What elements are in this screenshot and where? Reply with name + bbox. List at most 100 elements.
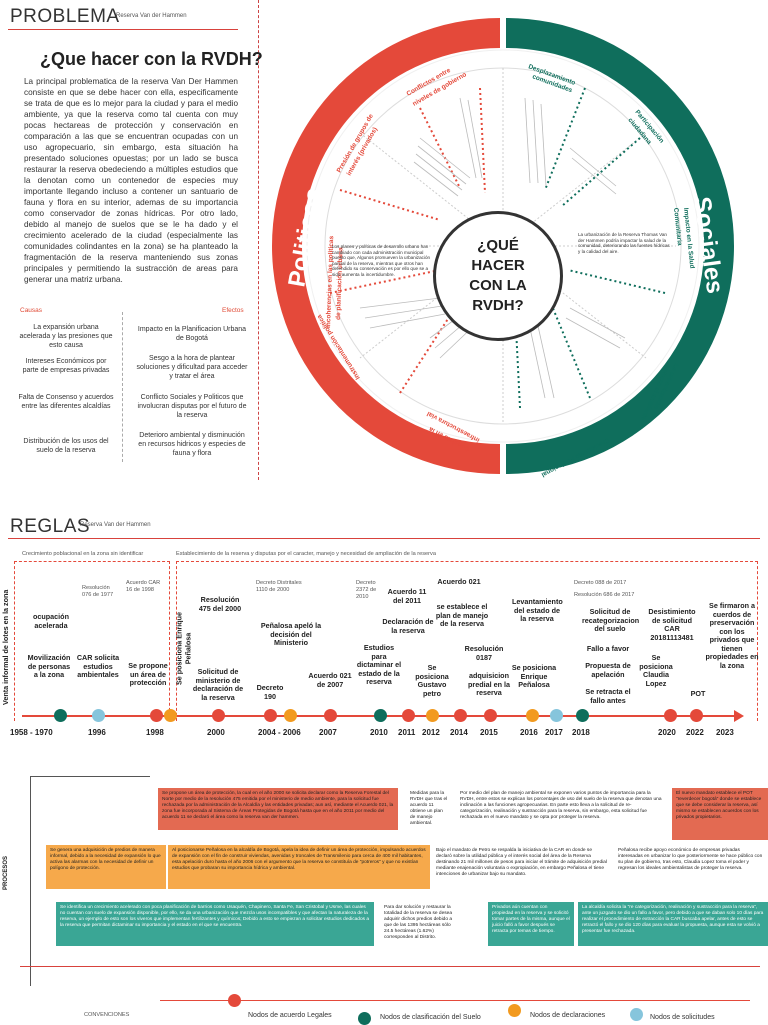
event-label: Acuerdo 11 del 2011: [387, 587, 427, 605]
timeline-node[interactable]: [402, 709, 415, 722]
legend-item: Nodos de declaraciones: [530, 1012, 606, 1019]
timeline-node[interactable]: [426, 709, 439, 722]
event-note: Acuerdo CAR 16 de 1998: [126, 580, 161, 593]
causes-label: Causas: [20, 307, 43, 314]
timeline-node[interactable]: [550, 709, 563, 722]
process-box: El nuevo mandato establece el POT "rever…: [672, 788, 768, 840]
cause-item: Intereses Económicos por parte de empres…: [22, 358, 110, 374]
svg-text:Comunitaria: Comunitaria: [672, 207, 683, 246]
event-note: Resolución 686 de 2017: [574, 592, 635, 598]
year-label: 2011: [398, 728, 416, 737]
event-label: Solicitud de ministerio de declaración d…: [192, 667, 244, 702]
event-label: Declaración de la reserva: [382, 617, 434, 635]
process-box: Para dar solución y restaurar la totalid…: [380, 902, 464, 946]
event-label: Propuesta de apelación: [585, 661, 631, 679]
event-label: Se posiciona Enrique Peñalosa: [511, 663, 557, 689]
problema-divider: [258, 0, 259, 480]
event-note: Decreto 2372 de 2010: [356, 580, 377, 600]
event-label: CAR solicita estudios ambientales: [76, 653, 120, 679]
event-label: Se firmaron a cuerdos de preservación co…: [705, 601, 759, 670]
reglas-subtitle: Reserva Van der Hammen: [80, 522, 151, 528]
event-label: Decreto 190: [256, 683, 284, 701]
timeline-node[interactable]: [324, 709, 337, 722]
cause-item: Distribución de los usos del suelo de la…: [23, 438, 109, 454]
timeline-node[interactable]: [212, 709, 225, 722]
event-note: Resolución 076 de 1977: [82, 585, 114, 598]
process-box: Al posicionarse Peñalosa en la alcaldía …: [168, 845, 430, 889]
problema-subtitle: Reserva Van der Hammen: [116, 13, 187, 19]
year-label: 1958 - 1970: [10, 728, 53, 737]
timeline-node[interactable]: [150, 709, 163, 722]
event-label: Se posiciona Claudia Lopez: [639, 653, 673, 688]
problema-title: PROBLEMA: [10, 6, 120, 27]
timeline-node[interactable]: [484, 709, 497, 722]
event-label: Acuerdo 021 de 2007: [308, 671, 352, 689]
effect-item: Conflicto Sociales y Politicos que invol…: [137, 394, 247, 419]
process-box: Se propone un área de protección, la cua…: [158, 788, 398, 830]
timeline-node[interactable]: [576, 709, 589, 722]
event-label: Resolución 0187: [464, 644, 504, 662]
legend-item: Nodos de solicitudes: [650, 1014, 715, 1021]
timeline-node[interactable]: [164, 709, 177, 722]
cause-item: La expansión urbana acelerada y las pres…: [19, 324, 113, 349]
year-label: 1996: [88, 728, 106, 737]
timeline-arrow-icon: [734, 710, 744, 722]
year-label: 2018: [572, 728, 590, 737]
event-label: Fallo a favor: [586, 644, 630, 653]
problema-rule: [8, 29, 238, 30]
problem-circle-diagram: Politicos Sociales Conflictos entre nive…: [272, 18, 734, 478]
legend-rule: [20, 966, 760, 967]
process-box: Peñalosa recibe apoyo económico de empre…: [614, 845, 768, 889]
timeline-node[interactable]: [284, 709, 297, 722]
year-label: 2014: [450, 728, 468, 737]
event-label: Peñalosa apeló la decisión del Ministeri…: [260, 621, 322, 647]
timeline-node[interactable]: [92, 709, 105, 722]
politicos-ring: [272, 18, 500, 474]
procesos-label: PROCESOS: [3, 855, 9, 890]
problema-question: ¿Que hacer con la RVDH?: [40, 49, 263, 69]
period-1-bracket: [14, 561, 170, 721]
year-label: 1998: [146, 728, 164, 737]
event-label: POT: [690, 689, 706, 698]
year-label: 2000: [207, 728, 225, 737]
year-label: 2022: [686, 728, 704, 737]
timeline-node[interactable]: [54, 709, 67, 722]
year-label: 2017: [545, 728, 563, 737]
legend-label: CONVENCIONES: [84, 1012, 130, 1018]
timeline-node[interactable]: [526, 709, 539, 722]
planning-policy-text: Los planes y políticas de desarrollo urb…: [332, 244, 431, 277]
reglas-title: REGLAS: [10, 516, 91, 537]
timeline-node[interactable]: [454, 709, 467, 722]
event-label: se establece el plan de manejo de la res…: [435, 602, 489, 628]
year-label: 2007: [319, 728, 337, 737]
timeline-node[interactable]: [374, 709, 387, 722]
process-box: La alcaldía solicita la "re categorizaci…: [578, 902, 768, 946]
effect-item: Sesgo a la hora de plantear soluciones y…: [136, 355, 248, 380]
legend-line: [160, 1000, 750, 1001]
year-label: 2010: [370, 728, 388, 737]
timeline-node[interactable]: [264, 709, 277, 722]
event-note: Decreto 088 de 2017: [574, 580, 627, 586]
event-label: Desistimiento de solicitud CAR 201811134…: [648, 607, 696, 642]
period-1-label: Crecimiento poblacional en la zona sin i…: [22, 551, 144, 557]
problema-intro: La principal problematica de la reserva …: [24, 77, 238, 284]
year-label: 2016: [520, 728, 538, 737]
event-label: Resolución 475 del 2000: [198, 595, 242, 613]
event-label: Se posiciona Gustavo petro: [415, 663, 449, 698]
year-label: 2004 - 2006: [258, 728, 301, 737]
cause-item: Falta de Consenso y acuerdos entre las d…: [18, 394, 114, 410]
legend-item: Nodos de acuerdo Legales: [248, 1012, 332, 1019]
process-box: Por medio del plan de manejo ambiental s…: [456, 788, 666, 830]
effect-item: Impacto en la Planificacion Urbana de Bo…: [137, 326, 247, 342]
sociales-ring: [506, 18, 734, 474]
process-box: Se genera una adquisición de predios de …: [46, 845, 166, 889]
effects-label: Efectos: [222, 307, 244, 314]
year-label: 2023: [716, 728, 734, 737]
timeline-node[interactable]: [664, 709, 677, 722]
timeline-node[interactable]: [690, 709, 703, 722]
axis-label: Venta informal de lotes en la zona: [1, 589, 10, 705]
event-label: Acuerdo 021: [437, 577, 481, 586]
event-label: Movilización de personas a la zona: [27, 653, 71, 679]
effect-item: Deterioro ambiental y disminución en rec…: [138, 432, 246, 457]
process-box: Medidas para la RVDH que tras el acuerdo…: [406, 788, 452, 830]
